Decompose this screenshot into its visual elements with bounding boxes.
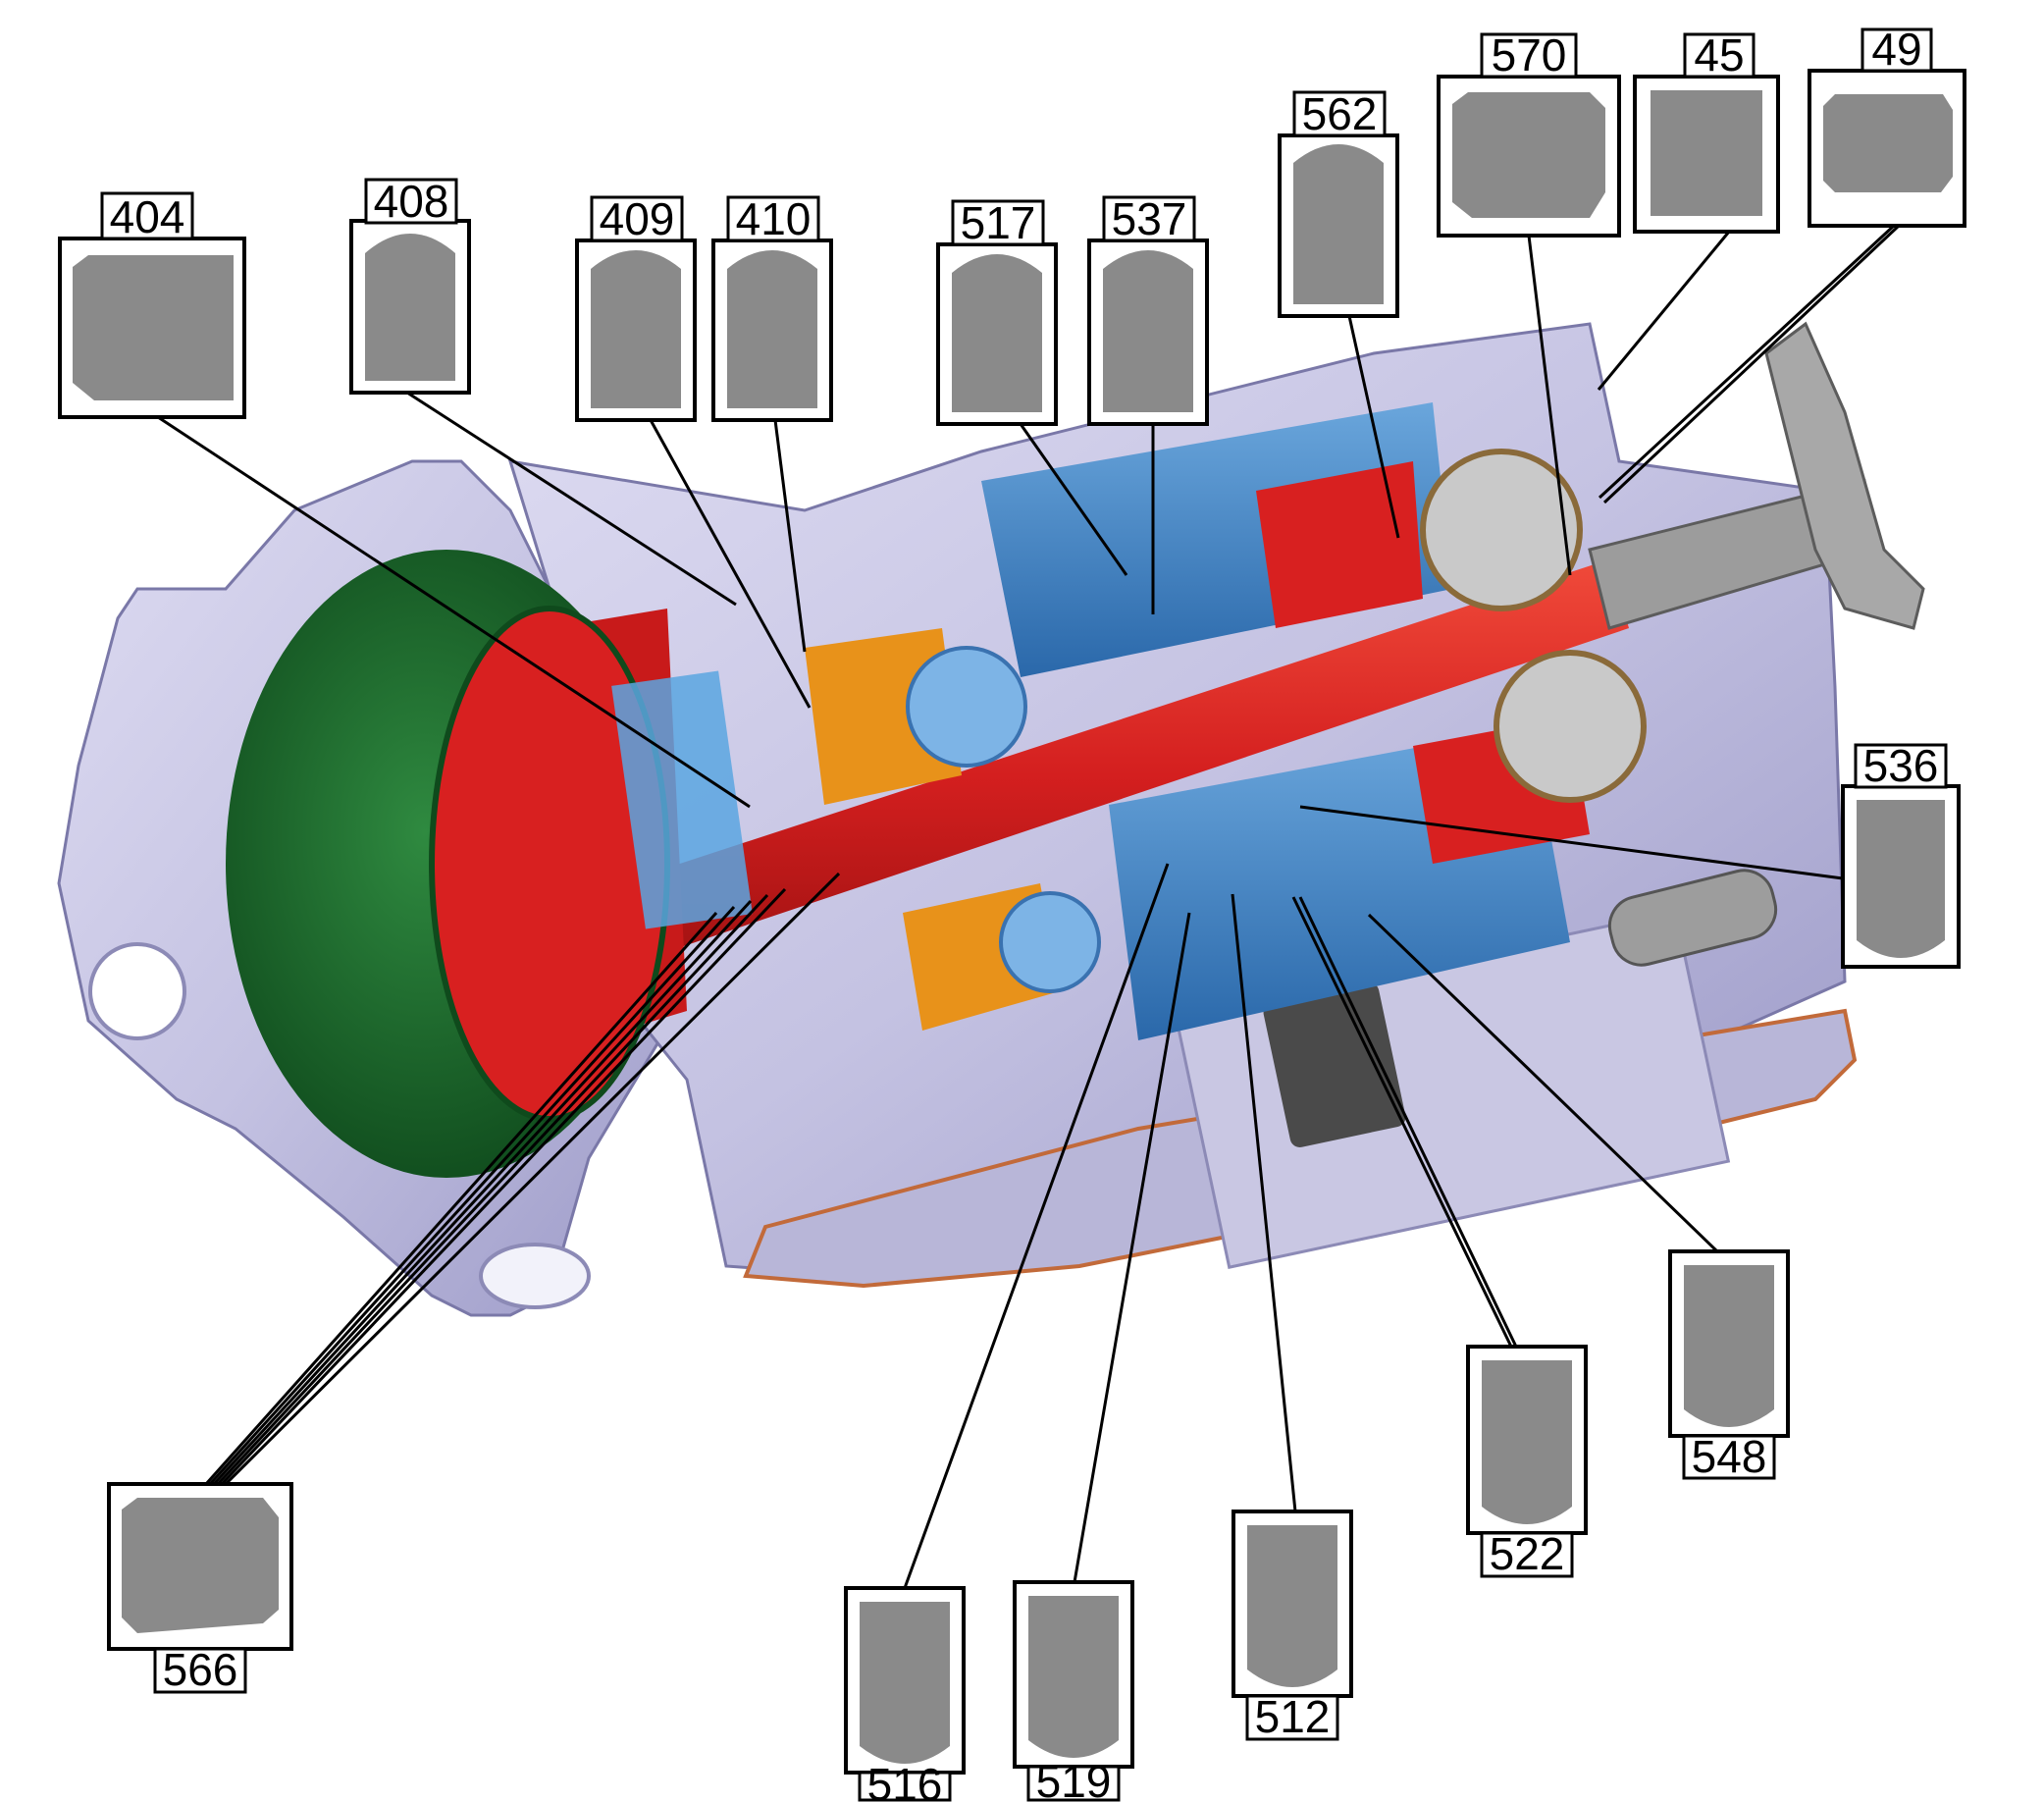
callout-45-label: 45 <box>1694 29 1744 80</box>
callout-512: 512 <box>1232 1510 1353 1742</box>
rear-gear-lower <box>1494 650 1647 803</box>
flat-rectangle-icon <box>1452 92 1605 218</box>
callout-516: 516 <box>844 1586 966 1802</box>
callout-548-label: 548 <box>1692 1431 1767 1482</box>
callout-404-label: 404 <box>110 191 185 242</box>
callout-536: 536 <box>1841 740 1961 969</box>
callout-408-label: 408 <box>374 176 449 227</box>
arched-top-icon <box>365 234 455 381</box>
arched-bottom-icon <box>1482 1360 1572 1524</box>
callout-409-label: 409 <box>600 193 675 244</box>
callout-512-label: 512 <box>1255 1691 1331 1742</box>
callout-519-label: 519 <box>1036 1756 1112 1802</box>
callout-49: 49 <box>1808 24 1966 228</box>
callout-516-label: 516 <box>867 1759 943 1802</box>
arched-top-icon <box>591 250 681 408</box>
arched-top-icon <box>1103 250 1193 412</box>
transmission-illustration <box>57 321 1925 1317</box>
callout-519: 519 <box>1013 1580 1134 1802</box>
callout-517: 517 <box>936 197 1058 426</box>
housing-bore-bottom <box>479 1243 591 1309</box>
flat-rectangle-icon <box>73 255 234 400</box>
callout-408: 408 <box>349 176 471 395</box>
callout-409: 409 <box>575 193 697 422</box>
flat-rectangle-icon <box>122 1498 279 1633</box>
square-icon <box>1651 90 1762 216</box>
solenoid-cylinder <box>1607 869 1778 967</box>
arched-bottom-icon <box>1028 1596 1119 1758</box>
arched-bottom-icon <box>1857 800 1945 958</box>
callout-522: 522 <box>1466 1345 1588 1579</box>
flat-rectangle-icon <box>1823 94 1953 192</box>
callout-566: 566 <box>107 1482 293 1695</box>
callout-570-label: 570 <box>1492 29 1567 80</box>
converter-lockup <box>611 670 753 929</box>
rear-clutch-upper <box>1256 461 1423 628</box>
callout-562-label: 562 <box>1302 88 1378 139</box>
callout-537: 537 <box>1087 193 1209 426</box>
callout-570: 570 <box>1437 29 1621 238</box>
arched-top-icon <box>1293 144 1384 304</box>
callout-410: 410 <box>711 193 833 422</box>
arched-bottom-icon <box>1247 1525 1337 1687</box>
arched-top-icon <box>727 250 817 408</box>
arched-bottom-icon <box>1684 1265 1774 1427</box>
rear-gear-upper <box>1420 449 1583 611</box>
callout-404: 404 <box>58 191 246 419</box>
output-flange <box>1764 321 1925 630</box>
callout-45: 45 <box>1633 29 1780 234</box>
callout-536-label: 536 <box>1863 740 1939 791</box>
planet-gear-upper <box>906 646 1027 768</box>
leader-lines <box>157 224 1901 1589</box>
callout-537-label: 537 <box>1112 193 1187 244</box>
solenoid-block <box>1263 982 1406 1147</box>
arched-bottom-icon <box>860 1602 950 1764</box>
callout-562: 562 <box>1278 88 1399 318</box>
callout-522-label: 522 <box>1490 1528 1565 1579</box>
callout-410-label: 410 <box>736 193 812 244</box>
callout-566-label: 566 <box>163 1644 238 1695</box>
planet-gear-lower <box>999 891 1101 993</box>
callout-boxes: 404 408 409 410 517 <box>58 24 1966 1802</box>
callout-548: 548 <box>1668 1249 1790 1482</box>
callout-517-label: 517 <box>961 197 1036 248</box>
housing-bore-left <box>88 942 186 1040</box>
callout-49-label: 49 <box>1871 24 1921 75</box>
main-shaft <box>530 559 1629 991</box>
arched-top-icon <box>952 254 1042 412</box>
